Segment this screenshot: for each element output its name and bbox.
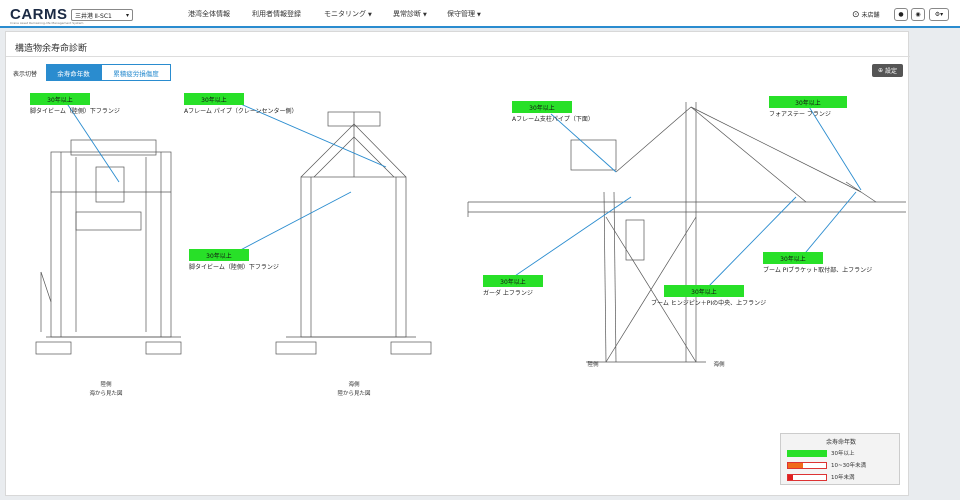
carms-logo: CARMS	[10, 6, 68, 23]
info-icon: ●	[898, 11, 904, 18]
caret-down-icon: ▼	[477, 12, 481, 18]
measurement-point-label: 脚タイビーム（陸側）下フランジ	[30, 108, 120, 115]
gear-icon: ⚙▾	[934, 11, 944, 18]
display-toggle-label: 表示切替	[13, 71, 38, 78]
nav-user-registration[interactable]: 利用者情報登録	[252, 10, 301, 18]
view-caption: 陸側	[100, 382, 112, 388]
view-subcaption: 陸から見た図	[337, 391, 371, 397]
fatigue-damage-button[interactable]: 累積疲労損傷度	[101, 64, 171, 81]
legend-bar	[787, 449, 827, 457]
site-select[interactable]: 三井港 Ⅱ-SC1 ▾	[71, 9, 133, 21]
measurement-point-label: フォアステー フランジ	[769, 111, 831, 118]
page-title: 構造物余寿命診断	[15, 44, 88, 54]
chat-button[interactable]: ◉	[911, 8, 925, 21]
measurement-point-label: ブーム PIブラケット取付部、上フランジ	[763, 267, 873, 274]
remaining-life-badge[interactable]: 30年以上	[30, 93, 90, 105]
view-subcaption: 海から見た図	[89, 391, 123, 397]
logo-subtitle: Crane Asset Remaining-life Management Sy…	[10, 21, 84, 25]
legend-fill	[788, 474, 793, 480]
legend-item: 30年以上	[787, 449, 855, 457]
measurement-point-label: ガーダ 上フランジ	[483, 290, 533, 297]
view-caption: 海側	[348, 382, 360, 388]
main-panel: 構造物余寿命診断 表示切替 余寿命年数 累積疲労損傷度 ⊕設定	[5, 31, 910, 496]
remaining-life-badge[interactable]: 30年以上	[483, 275, 543, 287]
remaining-life-badge[interactable]: 30年以上	[769, 96, 847, 108]
crane-side-view	[275, 111, 432, 355]
legend: 余寿命年数 30年以上 10~30年未満 10年未満	[780, 433, 900, 485]
info-button[interactable]: ●	[894, 8, 908, 21]
crane-drawings	[35, 101, 906, 363]
measurement-point-label: Aフレーム支柱パイプ（下面）	[512, 116, 594, 123]
nav-maintenance[interactable]: 保守管理▼	[447, 10, 481, 18]
crane-elevation-view	[467, 102, 906, 363]
measurement-point-label: ブーム ヒンジピン＋PIの中央、上フランジ	[651, 300, 767, 307]
legend-item: 10年未満	[787, 473, 855, 481]
settings-menu-button[interactable]: ⚙▾	[929, 8, 949, 21]
top-navbar: CARMS Crane Asset Remaining-life Managem…	[0, 0, 960, 28]
remaining-life-badge[interactable]: 30年以上	[189, 249, 249, 261]
nav-port-info[interactable]: 港湾全体情報	[188, 10, 230, 18]
remaining-life-badge[interactable]: 30年以上	[512, 101, 572, 113]
legend-bar	[787, 473, 827, 481]
divider	[6, 56, 910, 57]
legend-bar	[787, 461, 827, 469]
measurement-point-label: Aフレーム パイプ（クレーンセンター側）	[184, 108, 298, 115]
leader-lines	[65, 101, 862, 290]
caret-down-icon: ▼	[368, 12, 372, 18]
crane-front-view	[35, 139, 182, 355]
user-circle-icon: ⊙	[852, 9, 860, 20]
legend-item: 10~30年未満	[787, 461, 866, 469]
chevron-down-icon: ▾	[125, 11, 129, 19]
plus-circle-icon: ⊕	[877, 67, 883, 74]
caret-down-icon: ▼	[423, 12, 427, 18]
remaining-life-badge[interactable]: 30年以上	[664, 285, 744, 297]
view-caption: 陸側	[587, 362, 599, 368]
legend-fill	[788, 462, 804, 468]
user-menu[interactable]: ⊙未店舗	[852, 8, 890, 21]
chat-icon: ◉	[915, 11, 921, 18]
nav-monitoring[interactable]: モニタリング▼	[324, 10, 372, 18]
legend-title: 余寿命年数	[825, 439, 856, 446]
site-select-value: 三井港 Ⅱ-SC1	[75, 12, 112, 20]
legend-fill	[788, 450, 826, 456]
remaining-life-badge[interactable]: 30年以上	[763, 252, 823, 264]
remaining-life-badge[interactable]: 30年以上	[184, 93, 244, 105]
nav-diagnosis[interactable]: 異常診断▼	[393, 10, 427, 18]
settings-button[interactable]: ⊕設定	[872, 64, 903, 77]
remaining-life-button[interactable]: 余寿命年数	[46, 64, 101, 81]
measurement-point-label: 脚タイビーム（陸側）下フランジ	[189, 264, 279, 271]
view-caption: 海側	[713, 362, 725, 368]
